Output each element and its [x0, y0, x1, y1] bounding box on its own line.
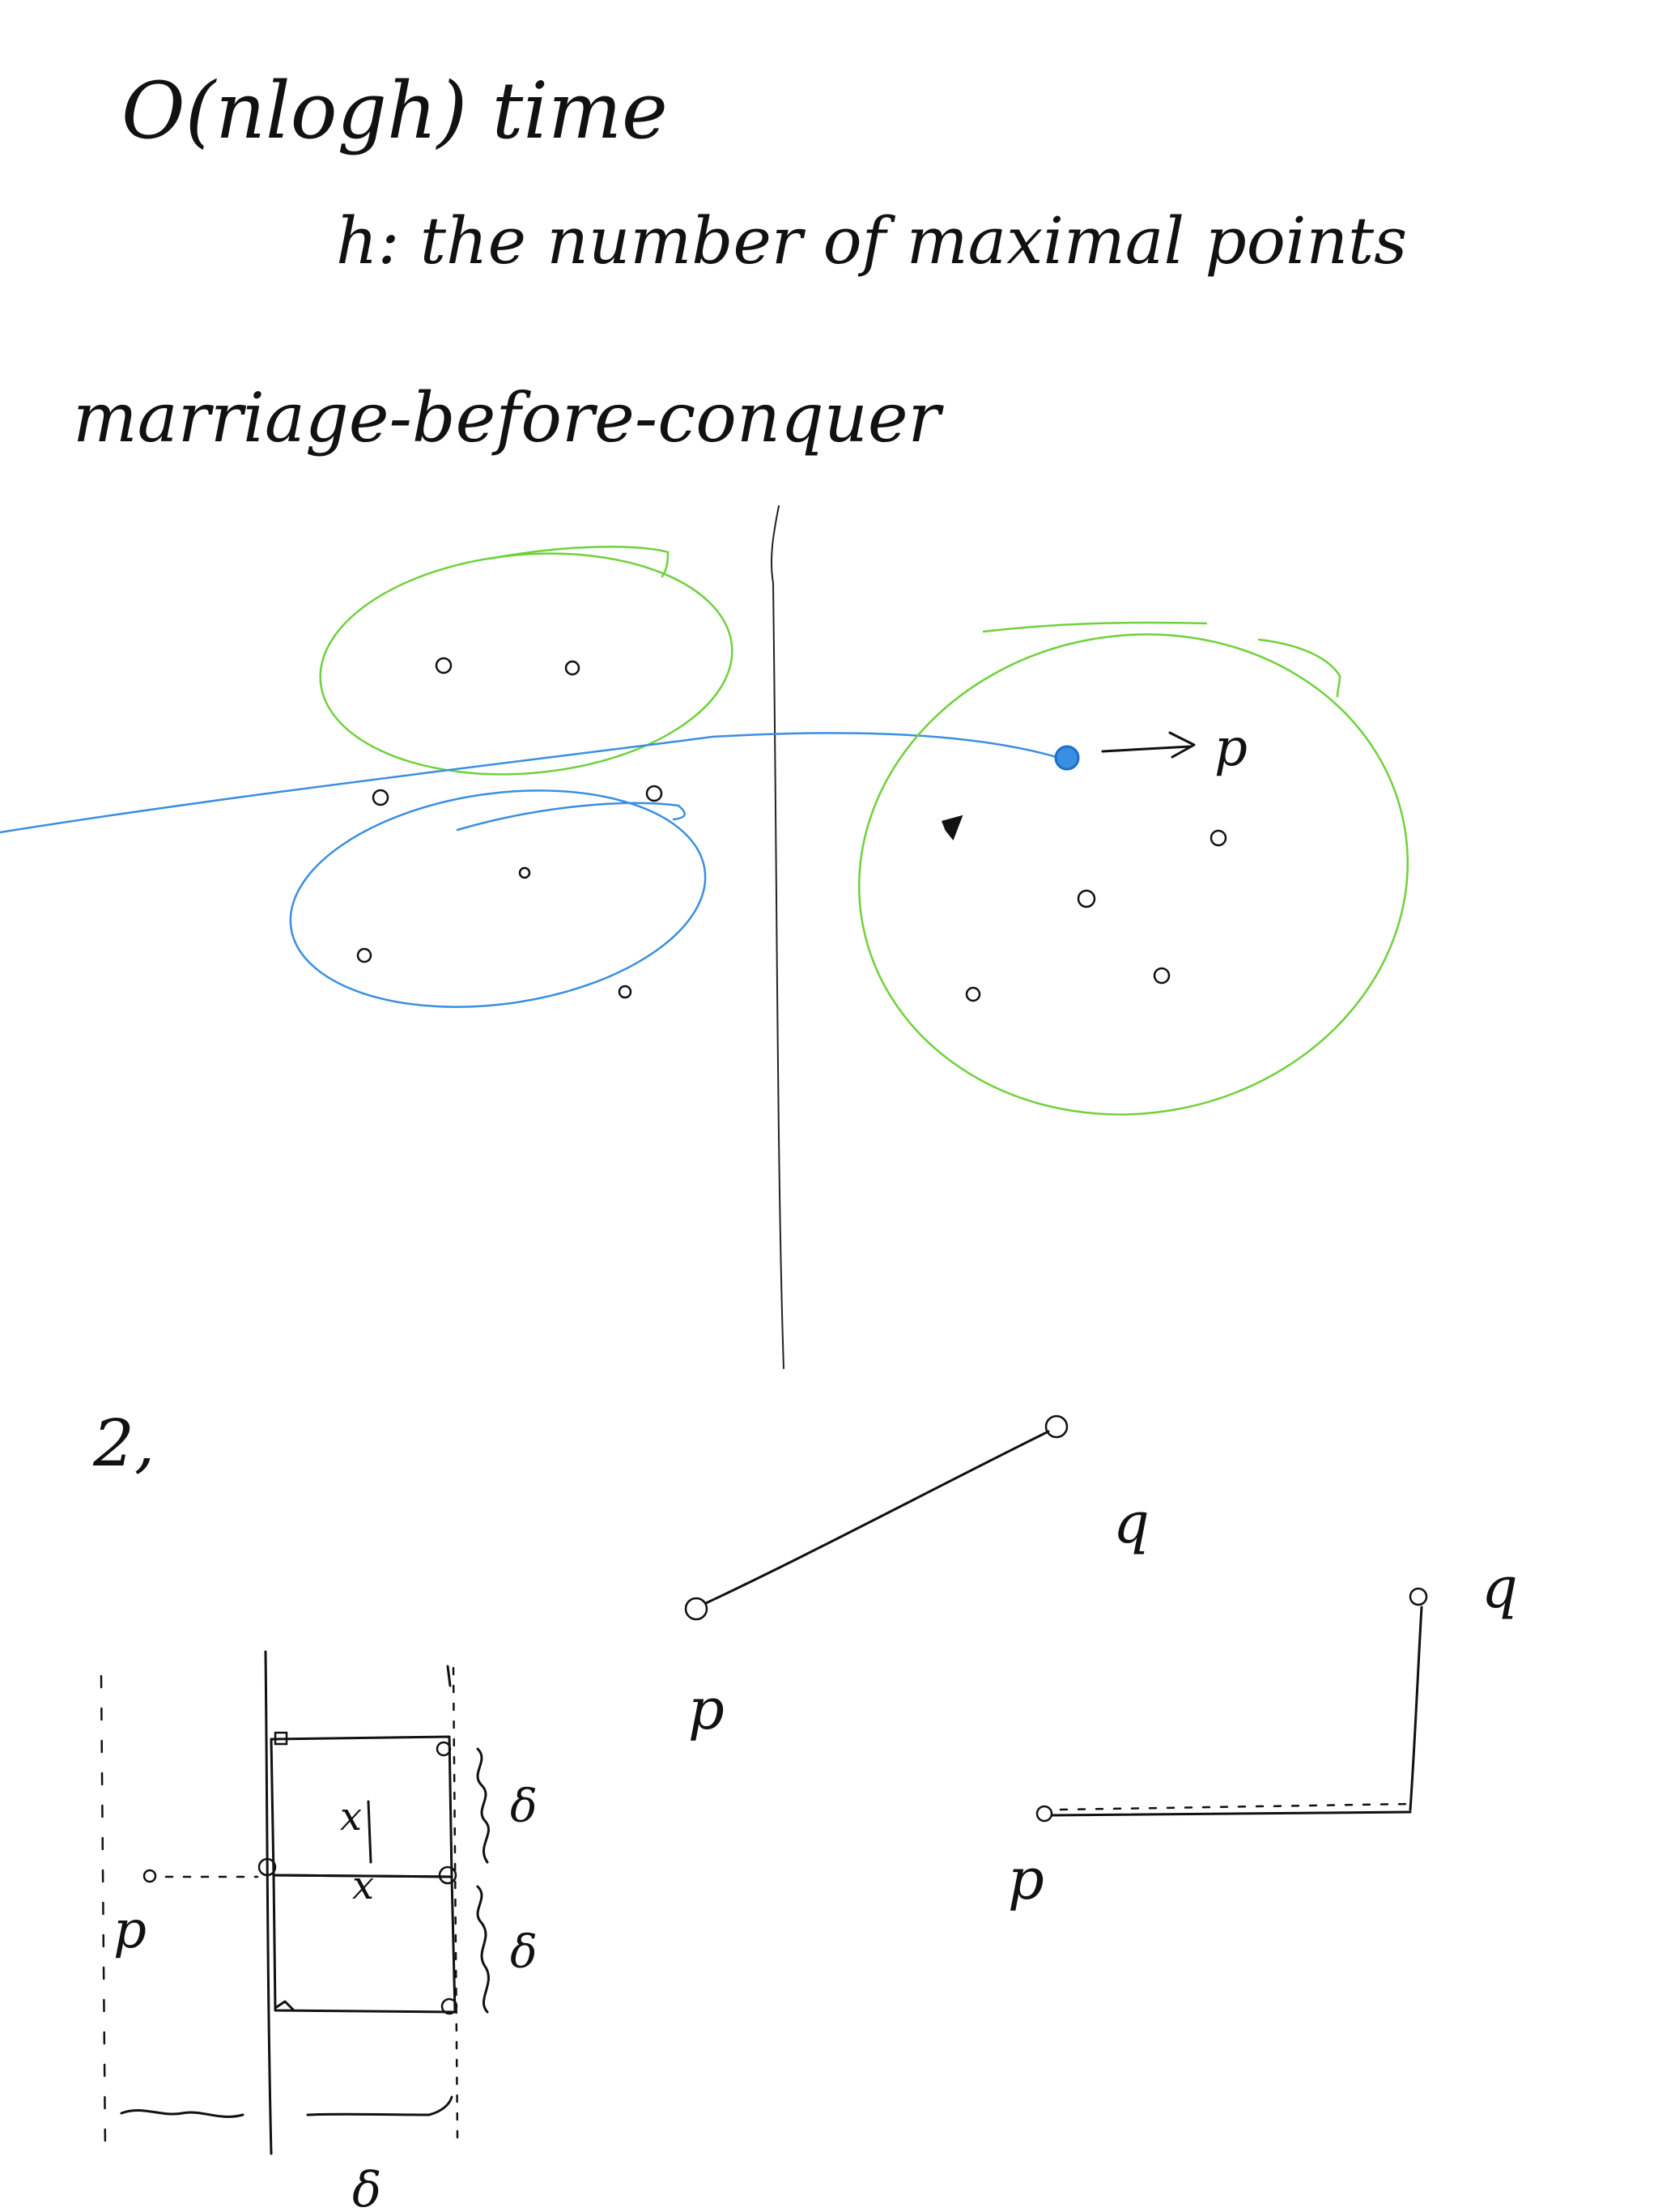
manhattan-point-q	[1409, 1587, 1428, 1606]
manhattan-sketch: q p	[1008, 1555, 1518, 1912]
note-line-3: marriage-before-conquer	[73, 378, 945, 457]
corner-mark	[436, 1741, 452, 1757]
note-line-2: h: the number of maximal points	[336, 203, 1407, 279]
segment-point-q	[1044, 1414, 1069, 1439]
blue-point-label: p	[1214, 718, 1248, 778]
point	[435, 657, 453, 674]
point	[372, 789, 389, 806]
blue-sweep-line	[0, 732, 1058, 834]
bottom-brace-right	[306, 2095, 453, 2116]
point	[645, 785, 663, 802]
segment-p-q	[704, 1430, 1050, 1605]
x-mark-upper: x	[340, 1794, 362, 1840]
blue-marked-point	[1054, 745, 1080, 771]
point	[618, 985, 632, 999]
corner-mark	[274, 2000, 295, 2011]
manhattan-vertical	[1409, 1606, 1423, 1811]
green-cluster-upper-left	[319, 552, 733, 776]
strip-sketch: p x x δ δ δ	[100, 1650, 538, 2212]
corner-mark	[257, 1857, 277, 1877]
corner-mark	[274, 1731, 288, 1746]
x-mark-lower: x	[352, 1863, 374, 1908]
point	[356, 947, 372, 963]
point	[1153, 967, 1171, 985]
green-underline-upper	[488, 546, 670, 578]
manhattan-point-p	[1035, 1805, 1053, 1823]
dashed-left-boundary	[100, 1674, 107, 2155]
x-mark-upper-stem	[367, 1800, 372, 1864]
green-underline-right-2	[1257, 638, 1341, 698]
vertical-split-line	[770, 505, 784, 1369]
point-p	[142, 1869, 157, 1883]
segment-p-label: p	[688, 1676, 725, 1742]
strip-p-label: p	[113, 1900, 147, 1960]
delta-bottom: δ	[352, 2162, 381, 2212]
manhattan-dashed-horizontal	[1059, 1802, 1410, 1811]
point	[1209, 829, 1227, 847]
figure-marriage-before-conquer: p	[0, 505, 1409, 1369]
arrow-to-p	[1101, 731, 1196, 759]
point	[518, 866, 531, 879]
segment-q-label: q	[1113, 1490, 1150, 1556]
blue-cluster-lower-left	[289, 789, 707, 1008]
manhattan-horizontal	[1051, 1810, 1412, 1817]
point	[1077, 889, 1096, 908]
item-number: 2,	[92, 1406, 155, 1481]
brace-upper	[476, 1747, 490, 1864]
delta-upper: δ	[510, 1780, 538, 1833]
scribbled-point	[941, 815, 963, 840]
blue-underline-lower	[456, 802, 686, 832]
corner-mark	[438, 1865, 457, 1885]
point	[965, 986, 981, 1002]
brace-lower	[476, 1885, 490, 2014]
top-tick	[446, 1665, 452, 1687]
green-underline-right-1	[982, 621, 1208, 633]
note-line-1: O(nlogh) time	[121, 66, 668, 156]
segment-point-p	[684, 1597, 708, 1621]
dashed-right-boundary	[452, 1666, 459, 2139]
bottom-brace-left	[120, 2109, 244, 2118]
segment-sketch: q p	[684, 1414, 1150, 1742]
manhattan-q-label: q	[1482, 1555, 1518, 1621]
point	[564, 660, 580, 676]
green-cluster-right	[858, 633, 1409, 1116]
median-line	[264, 1650, 273, 2155]
corner-mark	[440, 1997, 458, 2015]
manhattan-p-label: p	[1008, 1846, 1044, 1912]
delta-lower: δ	[510, 1926, 538, 1979]
